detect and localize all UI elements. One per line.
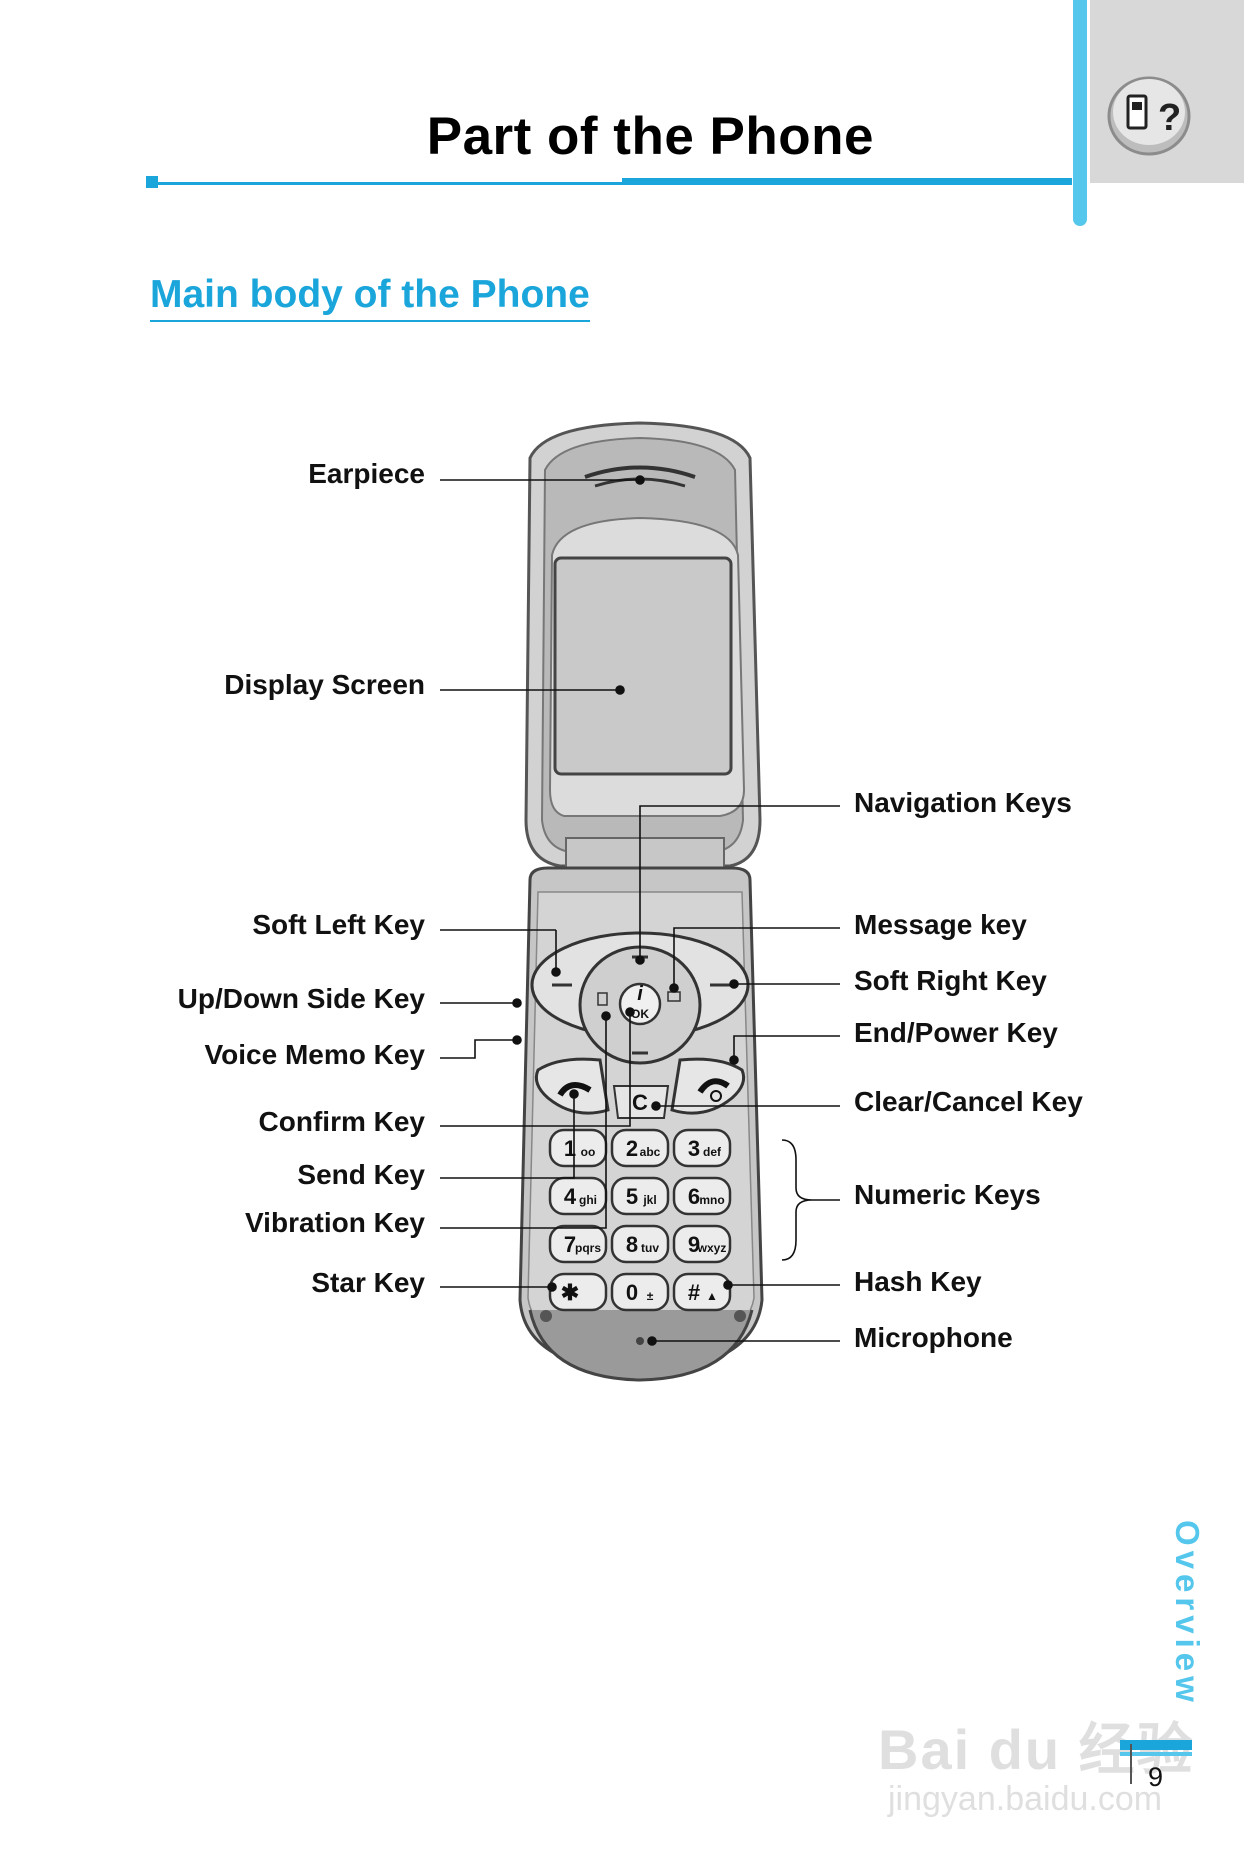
keypad-key[interactable]: #▲ bbox=[672, 1272, 732, 1312]
keypad-key-letters: ± bbox=[647, 1289, 654, 1303]
page-tick bbox=[1130, 1744, 1132, 1784]
keypad-key-digit: 9 bbox=[688, 1232, 700, 1257]
keypad-key-letters: wxyz bbox=[697, 1241, 727, 1255]
label-display-screen: Display Screen bbox=[224, 669, 425, 700]
navigation-cluster: i OK bbox=[530, 931, 750, 1065]
keypad-key-letters: mno bbox=[699, 1193, 724, 1207]
earpiece bbox=[584, 465, 696, 479]
keypad-key[interactable]: ✱ bbox=[548, 1272, 608, 1312]
label-navigation-keys: Navigation Keys bbox=[854, 787, 1072, 818]
watermark-url: jingyan.baidu.com bbox=[888, 1780, 1163, 1818]
page-number: 9 bbox=[1148, 1762, 1164, 1792]
label-hash-key: Hash Key bbox=[854, 1266, 982, 1297]
keypad-key-shape bbox=[548, 1128, 608, 1168]
label-soft-right-key: Soft Right Key bbox=[854, 965, 1047, 996]
keypad-key-shape bbox=[672, 1128, 732, 1168]
keypad-key-digit: 5 bbox=[626, 1184, 638, 1209]
svg-text:?: ? bbox=[1158, 97, 1181, 139]
label-clear-cancel-key: Clear/Cancel Key bbox=[854, 1086, 1083, 1117]
svg-text:i: i bbox=[637, 983, 643, 1005]
microphone bbox=[636, 1337, 644, 1345]
keypad-key[interactable]: 5 jkl bbox=[610, 1176, 670, 1216]
keypad-key-shape bbox=[672, 1224, 732, 1264]
label-numeric-keys: Numeric Keys bbox=[854, 1179, 1041, 1210]
keypad-key-shape bbox=[610, 1128, 670, 1168]
keypad-key-shape bbox=[672, 1176, 732, 1216]
keypad-key-letters: ▲ bbox=[706, 1289, 718, 1303]
clear-key-label: C bbox=[632, 1090, 648, 1115]
header-side-bar bbox=[1073, 0, 1087, 226]
page-marker-light bbox=[1120, 1752, 1192, 1756]
keypad-key-digit: 6 bbox=[688, 1184, 700, 1209]
keypad-key-shape bbox=[548, 1272, 608, 1312]
keypad-key-letters: oo bbox=[581, 1145, 596, 1159]
label-microphone: Microphone bbox=[854, 1322, 1013, 1353]
keypad-key-digit: 0 bbox=[626, 1280, 638, 1305]
keypad-key-shape bbox=[672, 1272, 732, 1312]
keypad-key-digit: 4 bbox=[564, 1184, 577, 1209]
keypad-key-letters: ghi bbox=[579, 1193, 597, 1207]
keypad-key-digit: 3 bbox=[688, 1136, 700, 1161]
keypad-key-letters: jkl bbox=[642, 1193, 656, 1207]
keypad-key-shape bbox=[548, 1224, 608, 1264]
keypad-key-shape bbox=[548, 1176, 608, 1216]
keypad-key-letters: tuv bbox=[641, 1241, 659, 1255]
label-message-key: Message key bbox=[854, 909, 1027, 940]
keypad-key-digit: # bbox=[688, 1280, 700, 1305]
keypad-key-letters: pqrs bbox=[575, 1241, 601, 1255]
label-send-key: Send Key bbox=[297, 1159, 425, 1190]
leader-lines bbox=[440, 475, 840, 1346]
call-keys: C bbox=[534, 1057, 746, 1119]
confirm-key-label: OK bbox=[631, 1007, 649, 1021]
label-star-key: Star Key bbox=[311, 1267, 425, 1298]
label-earpiece: Earpiece bbox=[308, 458, 425, 489]
header-rule-bold bbox=[622, 178, 1072, 185]
page-marker bbox=[1120, 1740, 1192, 1750]
keypad-key-shape bbox=[610, 1176, 670, 1216]
side-tab-overview: Overview bbox=[1169, 1520, 1206, 1707]
page-title: Part of the Phone bbox=[426, 107, 874, 166]
display-screen bbox=[553, 556, 733, 776]
help-phone-icon: ? bbox=[1107, 76, 1191, 156]
label-up-down-side-key: Up/Down Side Key bbox=[177, 983, 425, 1014]
header-rule bbox=[148, 182, 624, 185]
keypad-key-letters: abc bbox=[640, 1145, 661, 1159]
label-voice-memo-key: Voice Memo Key bbox=[204, 1039, 425, 1070]
keypad-key-shape bbox=[610, 1272, 670, 1312]
keypad-key[interactable]: 0± bbox=[610, 1272, 670, 1312]
keypad-key[interactable]: 1 oo bbox=[548, 1128, 608, 1168]
vibration-key-icon bbox=[597, 992, 608, 1006]
section-title: Main body of the Phone bbox=[150, 272, 590, 322]
keypad-key-digit: 1 bbox=[564, 1136, 576, 1161]
keypad-key-digit: 8 bbox=[626, 1232, 638, 1257]
phone-flip bbox=[524, 421, 762, 868]
keypad-key-shape bbox=[610, 1224, 670, 1264]
label-end-power-key: End/Power Key bbox=[854, 1017, 1058, 1048]
keypad-key-digit: 7 bbox=[564, 1232, 576, 1257]
label-confirm-key: Confirm Key bbox=[258, 1106, 425, 1137]
keypad-key-digit: ✱ bbox=[561, 1280, 579, 1305]
keypad-key-letters: def bbox=[703, 1145, 722, 1159]
label-vibration-key: Vibration Key bbox=[245, 1207, 425, 1238]
keypad-key-digit: 2 bbox=[626, 1136, 638, 1161]
label-soft-left-key: Soft Left Key bbox=[252, 909, 425, 940]
